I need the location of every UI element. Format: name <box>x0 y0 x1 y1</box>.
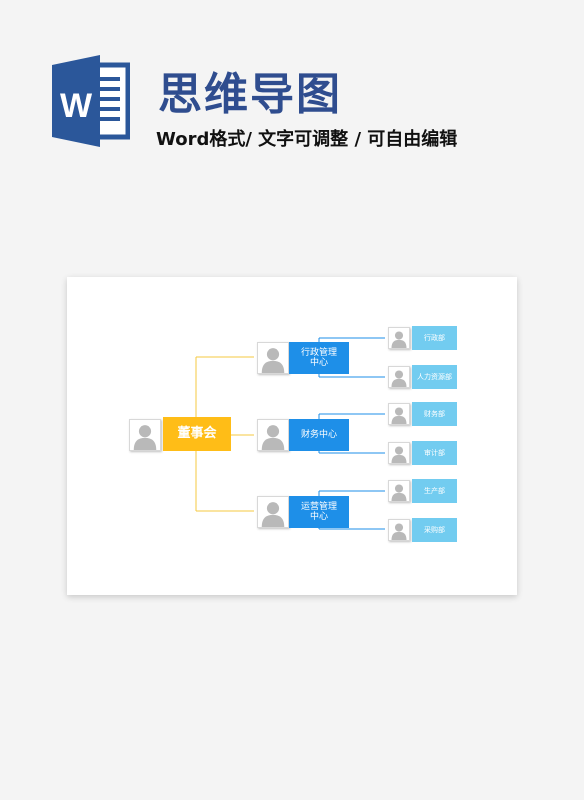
logo-letter: W <box>60 87 93 125</box>
person-avatar-icon <box>391 523 407 540</box>
leaf-avatar-admin-dept <box>388 327 410 349</box>
branch-avatar-finance <box>257 419 289 451</box>
leaf-node-hr-dept[interactable]: 人力资源部 <box>412 365 457 389</box>
person-avatar-icon <box>391 446 407 463</box>
root-node-dongshihui[interactable]: 董事会 <box>163 417 231 451</box>
leaf-node-audit-dept[interactable]: 审计部 <box>412 441 457 465</box>
page-subtitle: Word格式/ 文字可调整 / 可自由编辑 <box>156 129 458 150</box>
person-avatar-icon <box>261 348 285 373</box>
leaf-node-purchasing-dept[interactable]: 采购部 <box>412 518 457 542</box>
person-avatar-icon <box>391 407 407 424</box>
person-avatar-icon <box>261 425 285 450</box>
person-avatar-icon <box>391 370 407 387</box>
leaf-node-admin-dept[interactable]: 行政部 <box>412 326 457 350</box>
person-avatar-icon <box>261 502 285 527</box>
root-avatar <box>129 419 161 451</box>
branch-avatar-operations <box>257 496 289 528</box>
leaf-node-production-dept[interactable]: 生产部 <box>412 479 457 503</box>
branch-connectors <box>318 337 385 530</box>
header: W 思维导图 Word格式/ 文字可调整 / 可自由编辑 <box>0 0 584 160</box>
person-avatar-icon <box>391 331 407 348</box>
person-avatar-icon <box>133 425 157 450</box>
leaf-avatar-finance-dept <box>388 403 410 425</box>
leaf-avatar-purchasing-dept <box>388 519 410 541</box>
branch-node-admin-center[interactable]: 行政管理 中心 <box>289 342 349 374</box>
word-document-icon: W <box>52 55 130 147</box>
leaf-avatar-production-dept <box>388 480 410 502</box>
mindmap-canvas: 董事会 行政管理 中心 财务中心 运营管理 中心 行政部 <box>67 277 517 595</box>
branch-node-finance-center[interactable]: 财务中心 <box>289 419 349 451</box>
leaf-node-finance-dept[interactable]: 财务部 <box>412 402 457 426</box>
branch-avatar-admin <box>257 342 289 374</box>
page-title: 思维导图 <box>158 69 342 120</box>
leaf-avatar-hr-dept <box>388 366 410 388</box>
branch-node-operations-center[interactable]: 运营管理 中心 <box>289 496 349 528</box>
person-avatar-icon <box>391 484 407 501</box>
leaf-avatar-audit-dept <box>388 442 410 464</box>
